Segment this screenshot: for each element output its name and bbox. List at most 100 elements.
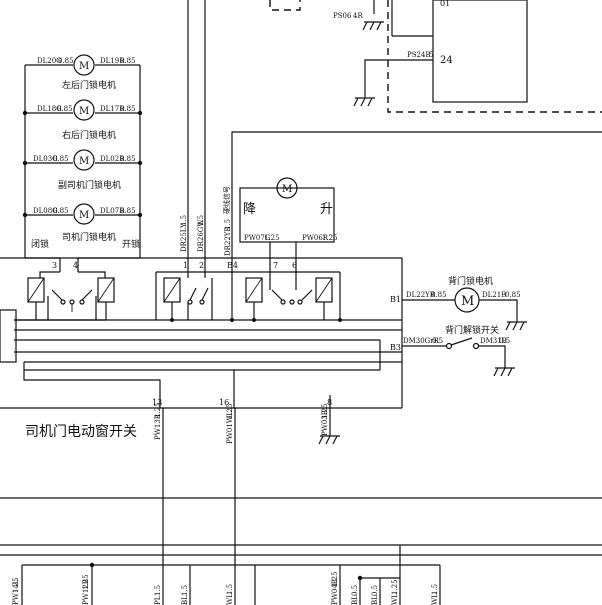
pin-13: 13 bbox=[152, 398, 162, 407]
bottom-wire-7: BL bbox=[351, 595, 359, 605]
ground-icon bbox=[493, 367, 515, 377]
driver-motor-name: 司机门锁电机 bbox=[62, 231, 116, 243]
door-lock-motors: M DL20G 0.85 DL19R 0.85 左后门锁电机 M DL18G 0… bbox=[22, 54, 143, 259]
passenger-wire-r: DL02R bbox=[100, 155, 125, 163]
ps24-gauge: 5 bbox=[429, 51, 433, 59]
passenger-gauge-r: 0.85 bbox=[120, 155, 136, 163]
bottom-wire-1-gauge: 1.25 bbox=[12, 577, 20, 593]
back-switch-wire-l: DM30GrR bbox=[403, 337, 440, 345]
pin-4: 4 bbox=[73, 261, 78, 270]
switch-title: 司机门电动窗开关 bbox=[25, 423, 137, 440]
driver-wire-r: DL07R bbox=[100, 207, 125, 215]
bottom-wire-2: PW12B bbox=[82, 579, 90, 605]
ground-icon bbox=[505, 321, 527, 331]
back-switch-gauge-r: 0.5 bbox=[499, 337, 510, 345]
pin-b1: B1 bbox=[390, 295, 401, 304]
pin-b3: B3 bbox=[390, 343, 401, 352]
bottom-wire-5-gauge: 1.5 bbox=[226, 584, 234, 595]
rear-left-gauge-l: 0.85 bbox=[58, 57, 74, 65]
ground-icon bbox=[362, 21, 384, 31]
motor-rear-right-icon bbox=[73, 99, 95, 121]
bottom-wire-1: PW14L bbox=[12, 579, 20, 605]
unlock-label: 开锁 bbox=[122, 238, 140, 250]
switch-connector bbox=[0, 309, 17, 363]
rear-left-motor-name: 左后门锁电机 bbox=[62, 79, 116, 91]
driver-window-switch: 3 4 1 2 B4 7 6 bbox=[0, 257, 403, 409]
pin-3: 3 bbox=[52, 261, 57, 270]
back-door-motor-name: 背门锁电机 bbox=[448, 275, 493, 287]
back-switch-wire-r: DM31B bbox=[480, 337, 507, 345]
motor-symbol: M bbox=[79, 61, 89, 72]
bottom-wire-7-gauge: 0.5 bbox=[351, 585, 359, 596]
back-switch-gauge-l: 0.5 bbox=[432, 337, 443, 345]
bottom-wire-8-gauge: 0.5 bbox=[371, 585, 379, 596]
pin-16: 16 bbox=[219, 398, 229, 407]
driver-wire-l: DL08G bbox=[33, 207, 58, 215]
bottom-wire-9-gauge: 1.25 bbox=[391, 579, 399, 595]
top-section: PS06 4R 01 24 PS24B 5 bbox=[187, 0, 602, 258]
dr22-gauge: 1.5 bbox=[224, 219, 232, 230]
window-gauge-r: 1.25 bbox=[322, 234, 338, 242]
rear-left-gauge-r: 0.85 bbox=[120, 57, 136, 65]
lock-label: 闭锁 bbox=[31, 238, 49, 250]
back-door-wire-l: DL22YR bbox=[406, 291, 436, 299]
pw03-gauge: 1.25 bbox=[321, 403, 329, 419]
pw01-gauge: 1.25 bbox=[226, 403, 234, 419]
bottom-wire-10-gauge: 1.5 bbox=[431, 584, 439, 595]
motor-symbol: M bbox=[282, 184, 292, 195]
back-door-switch-label: 背门解锁开关 bbox=[445, 324, 499, 336]
window-gauge-l: 1.25 bbox=[264, 234, 280, 242]
passenger-gauge-l: 0.85 bbox=[53, 155, 69, 163]
back-door-gauge-l: 0.85 bbox=[431, 291, 447, 299]
lower-wiring: PW13R 1.25 PW01WL 1.25 PW03B 1.25 PW14L … bbox=[0, 402, 602, 605]
wire-ps24 bbox=[364, 59, 433, 98]
pw01-label: PW01WL bbox=[226, 411, 234, 444]
rear-left-wire-l: DL20G bbox=[37, 57, 62, 65]
dr25-gauge: 1.5 bbox=[180, 215, 188, 226]
pw03-label: PW03B bbox=[321, 410, 329, 436]
pin-7: 7 bbox=[273, 261, 278, 270]
rear-left-wire-r: DL19R bbox=[100, 57, 125, 65]
bottom-wire-3-gauge: 1.5 bbox=[154, 585, 162, 596]
ground-icon bbox=[318, 435, 340, 445]
bottom-wire-5: WL bbox=[226, 593, 234, 605]
passenger-motor-name: 副司机门锁电机 bbox=[58, 179, 121, 191]
bottom-wire-6-gauge: 1.25 bbox=[331, 571, 339, 587]
bottom-wire-9: WL bbox=[391, 593, 399, 605]
dr25-label: DR25LY bbox=[180, 223, 188, 252]
back-door-wire-r: DL21B bbox=[482, 291, 506, 299]
ecu-pin-top: 01 bbox=[440, 0, 450, 8]
rear-right-wire-l: DL18G bbox=[37, 105, 62, 113]
bottom-wire-4: BL bbox=[181, 595, 189, 605]
wire-hardwire-signal bbox=[231, 131, 602, 258]
pin-6: 6 bbox=[292, 261, 297, 270]
motor-symbol: M bbox=[79, 210, 89, 221]
bottom-wire-3: PL bbox=[154, 595, 162, 605]
back-door-switch-icon bbox=[445, 342, 453, 350]
dashed-boundary bbox=[387, 0, 602, 113]
motor-symbol: M bbox=[79, 156, 89, 167]
motor-symbol: M bbox=[461, 294, 474, 309]
motor-rear-left-icon bbox=[73, 54, 95, 76]
rear-right-motor-name: 右后门锁电机 bbox=[62, 129, 116, 141]
dashed-connector bbox=[269, 0, 301, 11]
dr26-label: DR26GW bbox=[197, 219, 205, 252]
rear-right-gauge-r: 0.85 bbox=[120, 105, 136, 113]
window-wire-l: PW07G bbox=[244, 234, 271, 242]
rear-right-wire-r: DL17R bbox=[100, 105, 125, 113]
pw13-gauge: 1.25 bbox=[154, 402, 162, 418]
bottom-wire-4-gauge: 1.5 bbox=[181, 585, 189, 596]
pw13-label: PW13R bbox=[154, 413, 162, 440]
passenger-wire-l: DL03G bbox=[33, 155, 58, 163]
motor-window-icon bbox=[276, 177, 298, 199]
ecu-box bbox=[432, 0, 528, 103]
bottom-wire-8: BL bbox=[371, 595, 379, 605]
ps06-gauge: 4R bbox=[353, 12, 363, 20]
dr26-gauge: 1.5 bbox=[197, 215, 205, 226]
motor-symbol: M bbox=[79, 106, 89, 117]
pin-1: 1 bbox=[183, 261, 188, 270]
window-motor: M 降 升 PW07G 1.25 PW06R 1.25 bbox=[239, 177, 338, 258]
window-wire-r: PW06R bbox=[302, 234, 329, 242]
bottom-wire-2-gauge: 1.25 bbox=[82, 574, 90, 590]
